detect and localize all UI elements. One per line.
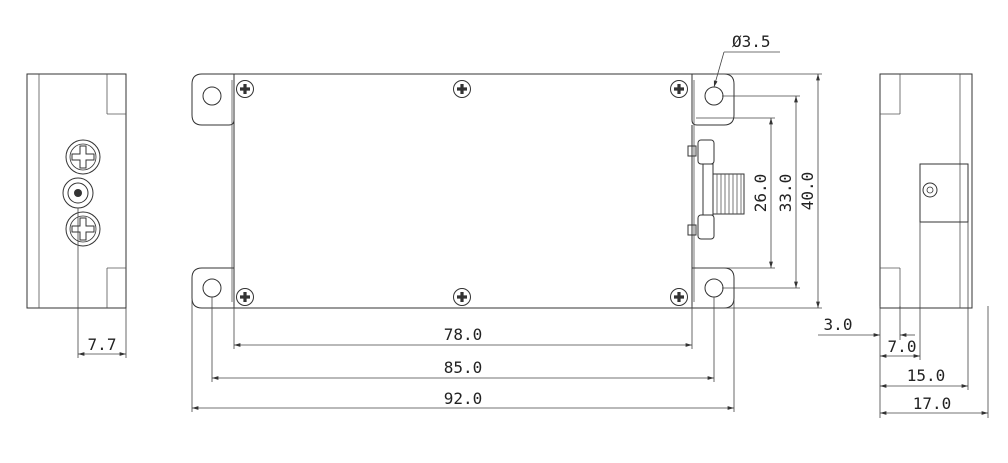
mount-hole-tl bbox=[202, 86, 222, 106]
dim-depth-17: 17.0 bbox=[913, 394, 952, 413]
dim-height-40: 40.0 bbox=[798, 172, 817, 211]
dim-width-85: 85.0 bbox=[444, 358, 483, 377]
mount-hole-br bbox=[704, 278, 724, 298]
dim-width-78: 78.0 bbox=[444, 325, 483, 344]
screw-icon bbox=[453, 80, 471, 98]
dim-side-offset: 7.7 bbox=[88, 335, 117, 354]
screw-icon bbox=[236, 80, 254, 98]
dim-height-26: 26.0 bbox=[751, 174, 770, 213]
sma-connector bbox=[687, 139, 745, 240]
dim-depth-15: 15.0 bbox=[907, 366, 946, 385]
mount-hole-tr bbox=[704, 86, 724, 106]
front-view: Ø3.5 26.0 33.0 40.0 78.0 85.0 92.0 bbox=[191, 32, 822, 412]
dim-width-92: 92.0 bbox=[444, 389, 483, 408]
dim-depth-7: 7.0 bbox=[888, 337, 917, 356]
dim-hole-diameter: Ø3.5 bbox=[732, 32, 771, 51]
dim-depth-3: 3.0 bbox=[824, 315, 853, 334]
screw-head-top bbox=[65, 139, 101, 175]
dim-height-33: 33.0 bbox=[776, 174, 795, 213]
mount-hole-bl bbox=[202, 278, 222, 298]
screw-icon bbox=[453, 288, 471, 306]
screw-head-bottom bbox=[65, 211, 101, 247]
connector-end bbox=[62, 177, 94, 209]
left-side-view: 7.7 bbox=[26, 73, 127, 358]
screw-icon bbox=[236, 288, 254, 306]
right-side-view: 3.0 7.0 15.0 17.0 bbox=[818, 73, 989, 418]
screw-icon bbox=[670, 288, 688, 306]
screw-icon bbox=[670, 80, 688, 98]
